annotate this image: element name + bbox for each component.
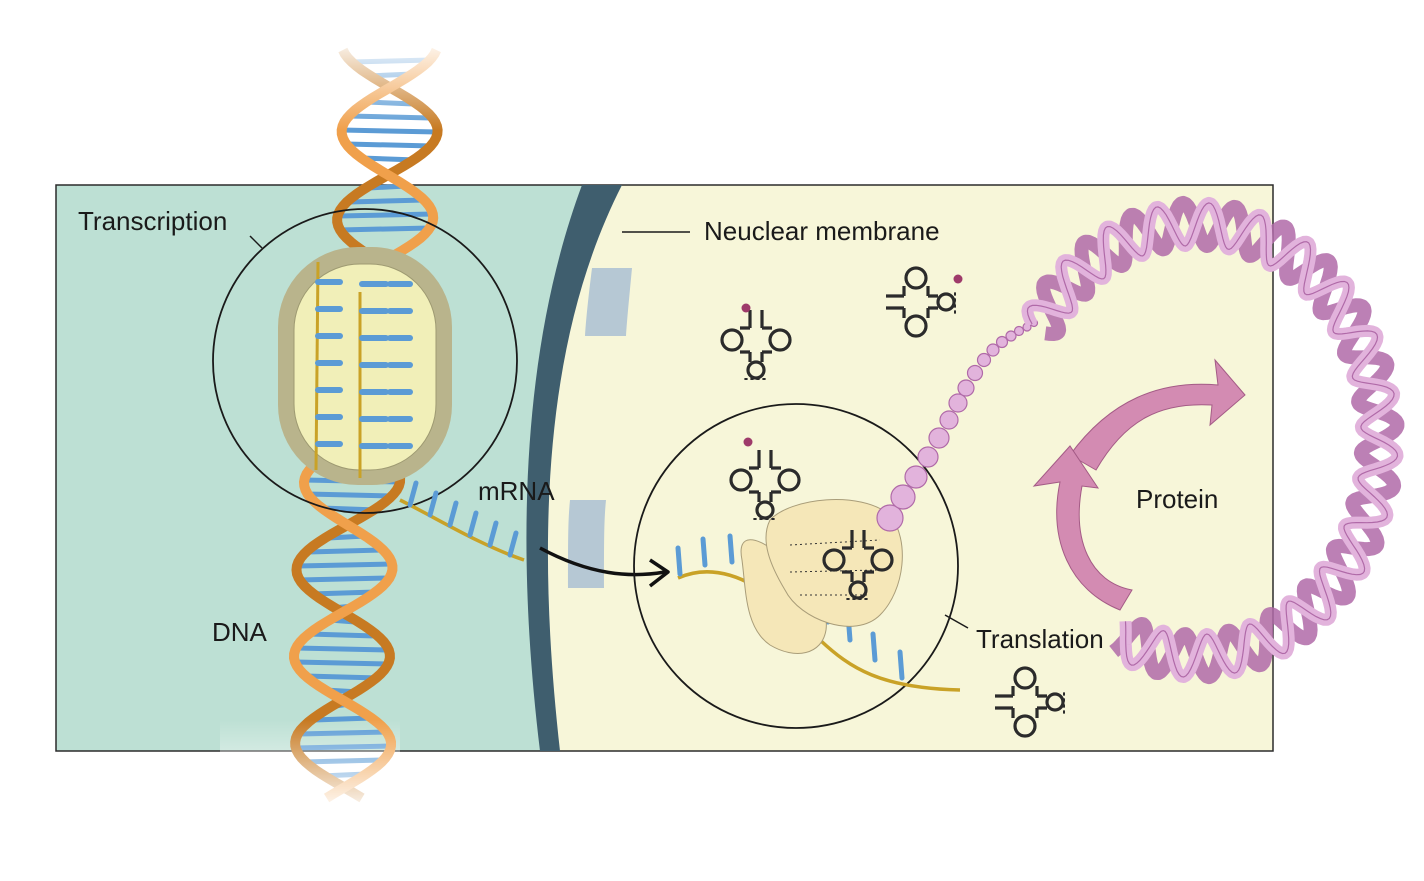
dna-base-pair: [346, 197, 427, 205]
dna-base-pair: [336, 225, 433, 233]
amino-acid-bead: [966, 364, 984, 382]
amino-acid-bead: [957, 379, 975, 397]
dna-base-pair: [306, 631, 379, 639]
label-protein: Protein: [1136, 484, 1218, 514]
cytoplasm-region: [536, 185, 1273, 751]
dna-base-pair: [293, 645, 391, 653]
label-mrna: mRNA: [478, 476, 555, 506]
dna-base-pair: [343, 141, 435, 149]
transcribed-bases: [314, 261, 413, 478]
label-transcription: Transcription: [78, 206, 227, 236]
protein-helix: [1021, 195, 1405, 685]
template-strand: [314, 261, 320, 471]
helix-ribbon-edge: [1026, 202, 1399, 678]
dna-fade-bottom: [220, 720, 400, 810]
mrna-base: [467, 510, 479, 538]
mrna-base: [487, 520, 499, 548]
trna-icon: [720, 303, 792, 380]
amino-acid-bead: [986, 343, 1000, 357]
amino-acid-bead: [939, 410, 959, 430]
mrna-strand-nucleus: [399, 480, 525, 562]
export-arrow-icon: [539, 546, 670, 588]
trna-icon: [729, 437, 801, 520]
trna-icon: [884, 266, 963, 338]
label-dna: DNA: [212, 617, 268, 647]
dna-base-pair: [339, 127, 441, 135]
dna-fade-top: [300, 40, 480, 130]
amino-acid-bead: [928, 427, 950, 449]
dna-base-pair: [335, 211, 436, 219]
codon-base: [870, 631, 878, 663]
amino-acid-bead: [904, 465, 928, 489]
ribosome-icon: [740, 499, 903, 654]
mrna-base: [407, 480, 419, 508]
label-translation: Translation: [976, 624, 1104, 654]
dna-base-pair: [296, 575, 392, 583]
cycle-arrow-icon: [1032, 358, 1246, 611]
codon-base: [700, 536, 708, 568]
amino-acid-bead: [995, 335, 1009, 349]
polypeptide-chain: [876, 318, 1039, 532]
amino-acid-bead: [1005, 330, 1017, 342]
amino-acid-bead: [876, 504, 904, 532]
mrna-base: [507, 530, 519, 558]
codon-base: [675, 545, 683, 577]
mrna-base: [447, 500, 459, 528]
codon-base: [727, 533, 735, 565]
dna-base-pair: [303, 673, 381, 681]
amino-acid-bead: [917, 446, 939, 468]
dna-base-pair: [294, 561, 395, 569]
transcription-zoom: [212, 208, 518, 514]
amino-acid-bead: [890, 484, 916, 510]
label-nuclear-membrane: Neuclear membrane: [704, 216, 940, 246]
diagram-frame: [55, 184, 1274, 752]
amino-acid-bead: [976, 352, 992, 368]
dna-base-pair: [311, 715, 374, 723]
mrna-base: [427, 490, 439, 518]
dna-base-pair: [305, 547, 386, 555]
dna-base-pair: [305, 491, 397, 499]
amino-acid-bead: [1013, 325, 1025, 337]
translation-zoom: [633, 403, 969, 729]
dna-base-pair: [308, 589, 379, 597]
codon-base: [897, 649, 905, 681]
dna-base-pair: [292, 659, 392, 667]
amino-acid-bead: [948, 393, 968, 413]
